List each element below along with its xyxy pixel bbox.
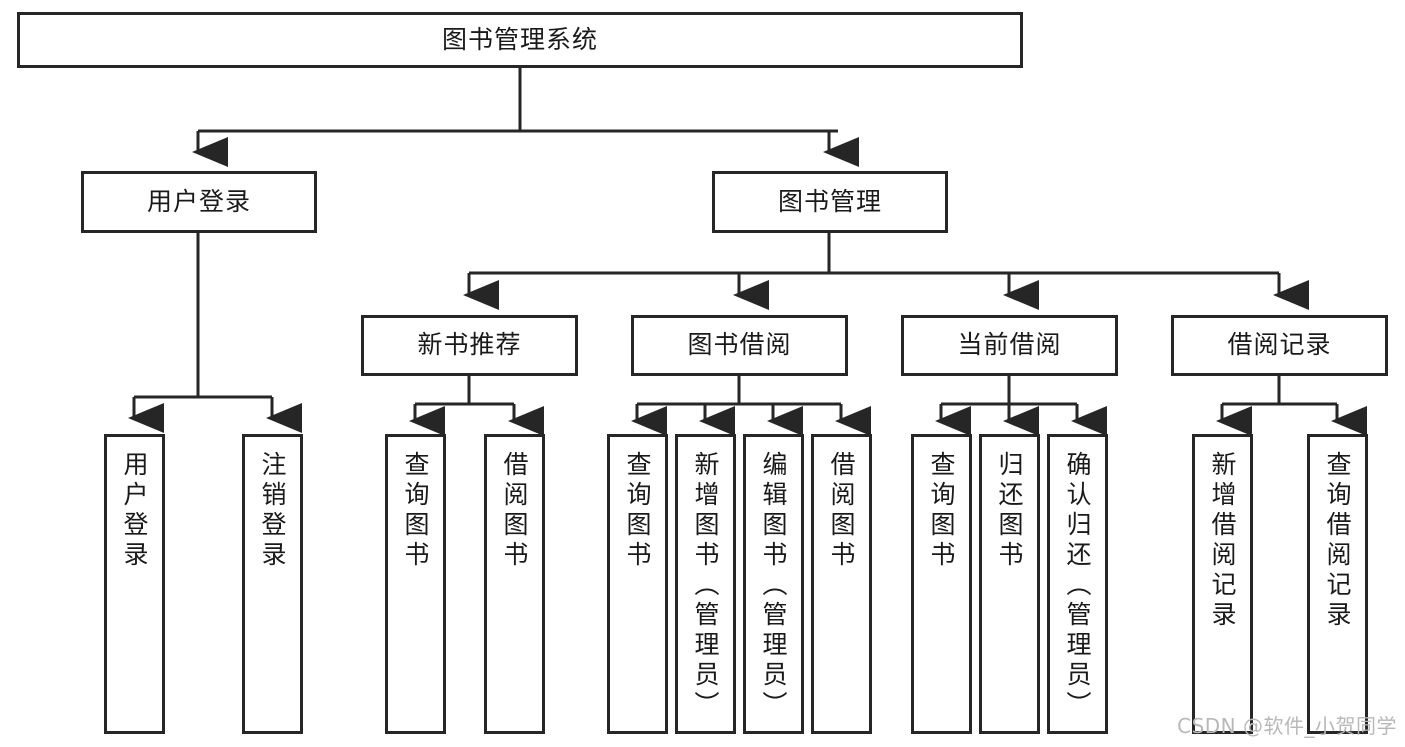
node-current-borrow[interactable]: 当前借阅 <box>901 315 1118 376</box>
node-label: 归还图书 <box>995 451 1024 571</box>
node-label: 图书管理系统 <box>441 24 598 54</box>
leaf-borrow-borrow-book[interactable]: 借阅图书 <box>811 434 872 734</box>
leaf-recommend-borrow-book[interactable]: 借阅图书 <box>484 434 545 734</box>
node-label: 新书推荐 <box>417 330 522 360</box>
node-label: 新增图书（管理员） <box>691 451 720 721</box>
node-label: 图书借阅 <box>687 330 792 360</box>
leaf-recommend-query-book[interactable]: 查询图书 <box>385 434 446 734</box>
node-label: 借阅图书 <box>827 451 856 571</box>
leaf-borrow-add-book-admin[interactable]: 新增图书（管理员） <box>675 434 736 734</box>
leaf-user-login[interactable]: 用户登录 <box>104 434 165 734</box>
node-label: 借阅图书 <box>500 451 529 571</box>
node-borrow-record[interactable]: 借阅记录 <box>1171 315 1388 376</box>
node-user-login[interactable]: 用户登录 <box>81 171 317 233</box>
node-label: 查询借阅记录 <box>1323 451 1352 631</box>
node-label: 编辑图书（管理员） <box>759 451 788 721</box>
leaf-current-return-book[interactable]: 归还图书 <box>979 434 1040 734</box>
leaf-user-logout[interactable]: 注销登录 <box>242 434 303 734</box>
node-label: 查询图书 <box>401 451 430 571</box>
watermark: CSDN @软件_小贺同学 <box>1177 714 1397 738</box>
node-label: 用户登录 <box>146 186 251 216</box>
leaf-current-confirm-return-admin[interactable]: 确认归还（管理员） <box>1047 434 1108 734</box>
node-book-management[interactable]: 图书管理 <box>712 171 948 233</box>
node-label: 新增借阅记录 <box>1208 451 1237 631</box>
leaf-borrow-query-book[interactable]: 查询图书 <box>607 434 668 734</box>
node-new-book-recommend[interactable]: 新书推荐 <box>361 315 578 376</box>
leaf-record-add-record[interactable]: 新增借阅记录 <box>1192 434 1253 734</box>
leaf-record-query-record[interactable]: 查询借阅记录 <box>1307 434 1368 734</box>
leaf-current-query-book[interactable]: 查询图书 <box>911 434 972 734</box>
node-label: 图书管理 <box>777 186 882 216</box>
node-label: 借阅记录 <box>1227 330 1332 360</box>
node-label: 查询图书 <box>927 451 956 571</box>
node-label: 用户登录 <box>120 451 149 571</box>
leaf-borrow-edit-book-admin[interactable]: 编辑图书（管理员） <box>743 434 804 734</box>
node-label: 注销登录 <box>258 451 287 571</box>
node-label: 当前借阅 <box>957 330 1062 360</box>
node-label: 确认归还（管理员） <box>1063 451 1092 721</box>
node-label: 查询图书 <box>623 451 652 571</box>
node-root-system[interactable]: 图书管理系统 <box>17 12 1023 68</box>
node-book-borrow[interactable]: 图书借阅 <box>631 315 848 376</box>
